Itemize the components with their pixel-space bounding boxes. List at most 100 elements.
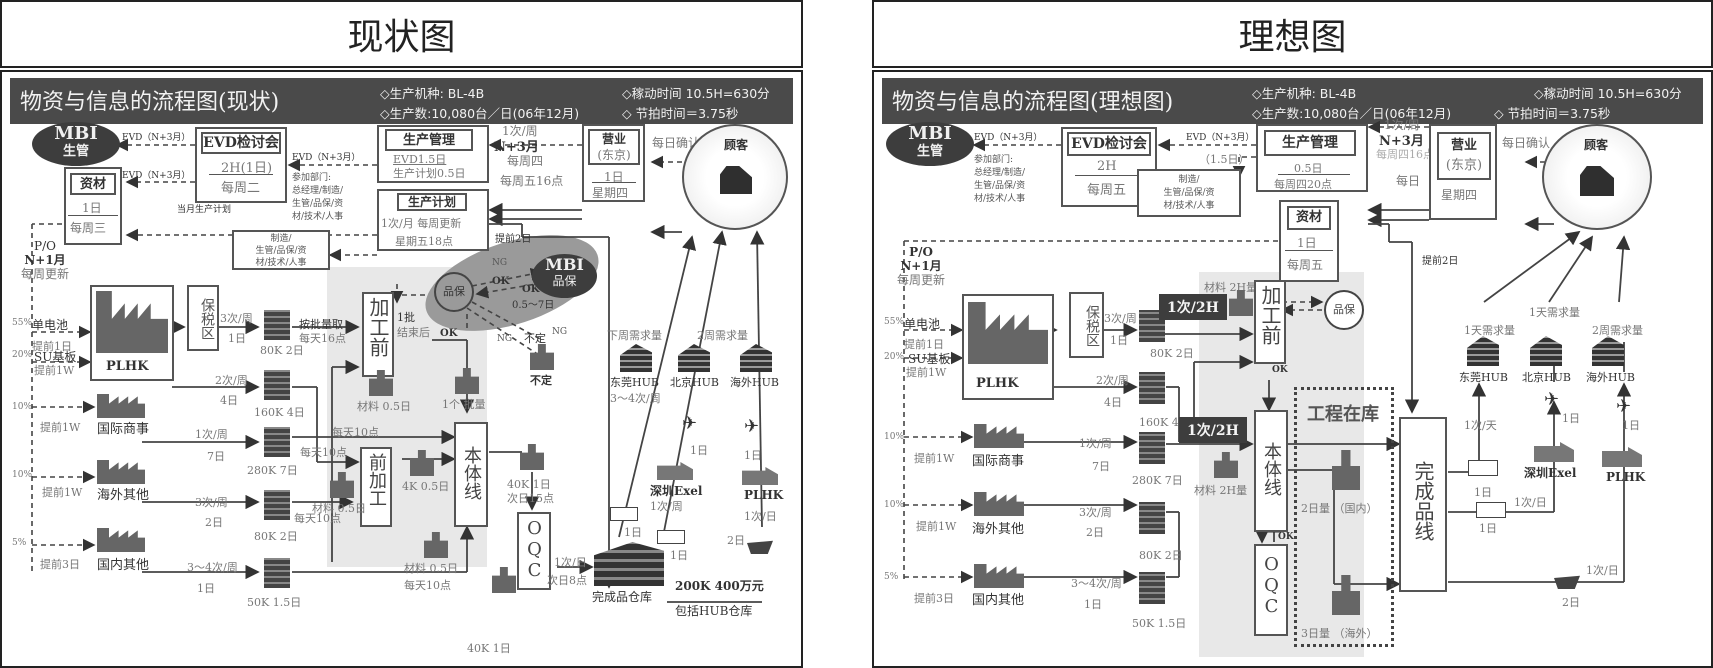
batch-end-label: 1批 [397,311,415,324]
evd-label-1: EVD（N+3月） [122,133,191,143]
main-line-label: 本体线 [1261,442,1282,496]
ideal-state-panel: 理想图 物资与信息的流程图(理想图) ◇生产机种: BL-4B ◇稼动时间 10… [872,0,1713,668]
evd-duration: （1.5日） [1199,153,1250,166]
supplier-lead: 提前1W [42,486,83,499]
supplier-name: 国内其他 [97,558,150,573]
sales-title: 营业 [601,132,626,146]
participants-note: 参加部门: 总经理/制造/ 生管/品保/资 材/技术/人事 [974,154,1025,206]
participants-line: 材/技术/人事 [974,194,1026,204]
hub-demand-label: 下周需求量 [607,329,662,342]
materials-box: 资材 1日 每周五 [1279,200,1339,282]
departments-box: 制造/ 生管/品保/资 材/技术/人事 [232,230,330,270]
supplier-name: 海外其他 [972,522,1025,537]
transit-days: 1日 [1622,419,1640,432]
ok-label: OK [522,284,540,295]
supplier-lead: 提前1W [40,421,81,434]
supplier-share: 10% [884,432,905,442]
purchase-order-note: P/O N+1月 每周更新 [886,245,956,287]
evd-meeting-schedule: 每周五 [1087,183,1127,198]
material-stock-label: 材料 0.5日 [312,502,366,515]
participants-line: 材/技术/人事 [292,212,344,222]
customer-node: 顾客 [682,124,788,230]
factory-icon [1534,442,1574,462]
oqc-box: OQC [517,512,551,590]
daily-confirm-label: 每日确认 [652,136,701,150]
ok-label: OK [492,276,510,287]
dept-line: 制造/ [270,234,292,244]
dept-line: 材/技术/人事 [1163,201,1215,211]
route-transit: 1日 [197,582,215,595]
route-stock: 80K 2日 [260,344,304,357]
plhk-out-frequency: 1次/日 [1586,564,1619,577]
route-frequency: 1次/周 [1079,437,1112,450]
evd-meeting-title: EVD检讨会 [1067,132,1151,156]
finished-time-label: 次日15点 [507,492,554,505]
route-transit: 2日 [1086,526,1104,539]
route-frequency: 3次/周 [1104,312,1137,325]
route-stock: 160K 4日 [254,406,305,419]
sales-title: 营业 [1450,138,1477,153]
airplane-icon: ✈ [1544,389,1560,410]
supplier-name: 单电池 [904,317,941,331]
panel-title: 理想图 [872,0,1713,68]
sales-horizon: N+3月 [494,140,539,155]
production-plan-title: 生产计划 [397,193,467,211]
shenzhen-exel-label: 深圳Exel [650,484,703,498]
po-label: P/O [909,245,933,259]
qa-label: 品保 [552,274,577,288]
participants-label: 参加部门: [974,155,1014,165]
factory-icon [1602,447,1642,467]
oqc-out-frequency: 1次/日 [554,556,587,569]
takt-info: ◇ 节拍时间＝3.75秒 [622,106,739,121]
plan-frequency: 1次/月 每周更新 [381,217,462,230]
route-frequency: 3～4次/周 [187,561,238,574]
evd-meeting-title: EVD检讨会 [201,132,281,154]
route-transit: 1日 [1084,598,1102,611]
sales-frequency: 1次/周 [502,124,538,138]
warehouse-shelf-icon [264,310,290,340]
route-transit: 7日 [1092,460,1110,473]
bonded-area-box: 保税区 [187,285,219,351]
plhk-box: PLHK [90,285,174,381]
flow-lines [903,120,1632,592]
mbi-label: MBI [545,255,584,274]
production-management-title: 生产管理 [1264,130,1356,156]
transit-days: 1日 [624,526,642,539]
participants-line: 生管/品保/资 [292,199,344,209]
model-info: ◇生产机种: BL-4B [380,86,485,101]
truck-icon [657,530,685,544]
dept-line: 生管/品保/资 [1163,188,1215,198]
shenzhen-frequency: 1次/周 [650,500,683,513]
fg-stock-note: 包括HUB仓库 [675,604,753,618]
supplier-share: 5% [884,572,899,582]
hub-name: 海外HUB [1586,371,1635,384]
materials-title: 资材 [70,173,116,195]
supplier-share: 20% [12,350,33,360]
plhk-label: PLHK [106,359,149,374]
sales-frequency: 1次/周 [1384,118,1420,132]
daily-confirm-label: 每日确认 [1502,136,1551,150]
pick-time-label: 每天10点 [294,512,341,525]
transit-days: 1日 [670,549,688,562]
transit-days: 2日 [727,534,745,547]
sales-schedule: 星期四 [1441,188,1478,202]
supplier-lead: 提前1W [916,520,957,533]
fg-warehouse-label: 完成品仓库 [592,590,653,604]
pick-time-label: 每天10点 [404,579,451,592]
airplane-icon: ✈ [682,413,698,434]
ok-label: OK [1278,532,1294,542]
warehouse-shelf-icon [264,490,290,520]
fg-stock-label: 200K 400万元 [675,579,764,593]
dongguan-frequency: 1次/天 [1464,419,1497,432]
warehouse-shelf-icon [264,370,290,400]
monthly-plan-label: 当月生产计划 [177,205,232,215]
ok-label: OK [440,328,458,339]
production-management-box: 生产管理 0.5日 每周四20点 [1256,124,1368,192]
takt-info: ◇ 节拍时间＝3.75秒 [1494,106,1611,121]
evd-label-1: EVD（N+3月） [974,133,1043,143]
material-stock-label: 材料 0.5日 [404,562,458,575]
po-label: P/O [34,239,56,253]
participants-line: 总经理/制造/ [292,186,344,196]
dongguan-frequency: 3～4次/周 [610,392,661,405]
shenzhen-exel-label: 深圳Exel [1524,466,1577,480]
